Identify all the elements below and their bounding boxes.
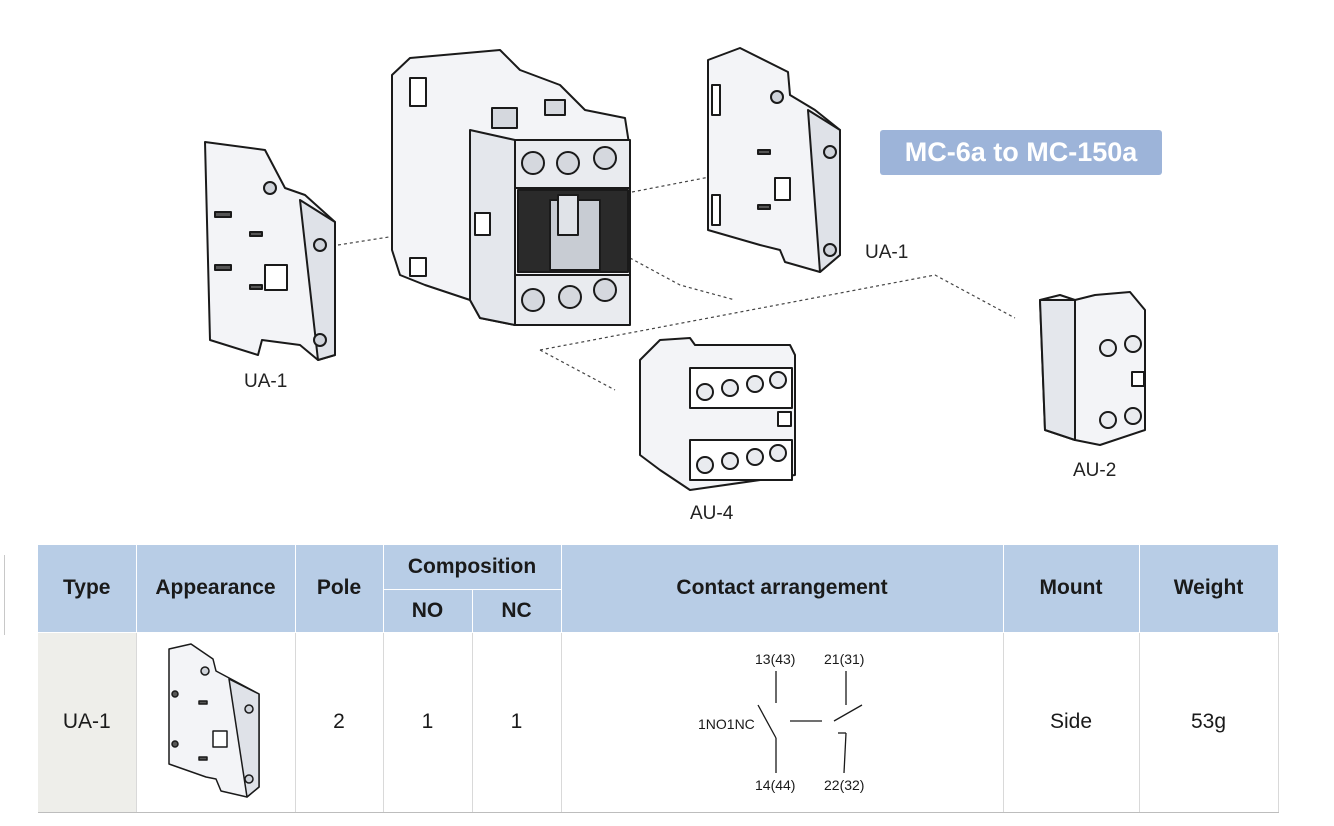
left-divider [4, 555, 5, 635]
label-au4: AU-4 [690, 503, 734, 520]
connection-lines [337, 174, 1016, 391]
contact-diagram: 13(43) 21(31) 14(44) 22(32) 1NO1NC [698, 651, 864, 793]
ua1-thumbnail-image [167, 643, 260, 798]
header-nc: NC [472, 589, 562, 633]
label-au2: AU-2 [1073, 460, 1117, 481]
header-weight: Weight [1139, 545, 1279, 633]
header-type: Type [38, 545, 137, 633]
cell-appearance [136, 632, 296, 813]
terminal-no-bottom: 14(44) [755, 777, 795, 793]
header-appearance: Appearance [136, 545, 296, 633]
spec-table: Type Appearance Pole Composition Contact… [38, 545, 1279, 813]
header-pole: Pole [295, 545, 384, 633]
terminal-nc-bottom: 22(32) [824, 777, 864, 793]
au4-image [639, 337, 796, 491]
cell-no: 1 [383, 632, 473, 813]
label-ua1-right: UA-1 [865, 242, 909, 263]
header-mount: Mount [1003, 545, 1140, 633]
contact-symbols [756, 670, 862, 773]
cell-weight: 53g [1139, 632, 1279, 813]
contact-label: 1NO1NC [698, 716, 755, 732]
header-no: NO [383, 589, 473, 633]
label-ua1-left: UA-1 [244, 371, 288, 392]
table-row: UA-1 2 [38, 632, 1279, 813]
ua1-left-image [204, 141, 336, 361]
terminal-nc-top: 21(31) [824, 651, 864, 667]
cell-pole: 2 [295, 632, 384, 813]
cell-contact-arrangement: 13(43) 21(31) 14(44) 22(32) 1NO1NC [561, 632, 1004, 813]
series-badge: MC-6a to MC-150a [880, 130, 1162, 175]
au2-image [1039, 291, 1146, 446]
ua1-right-image [707, 47, 841, 273]
header-composition: Composition [383, 545, 562, 590]
contactor-image [391, 49, 631, 326]
header-contact-arrangement: Contact arrangement [561, 545, 1004, 633]
product-illustration [204, 47, 1146, 491]
cell-type: UA-1 [38, 632, 137, 813]
terminal-no-top: 13(43) [755, 651, 795, 667]
cell-nc: 1 [472, 632, 562, 813]
cell-mount: Side [1003, 632, 1140, 813]
